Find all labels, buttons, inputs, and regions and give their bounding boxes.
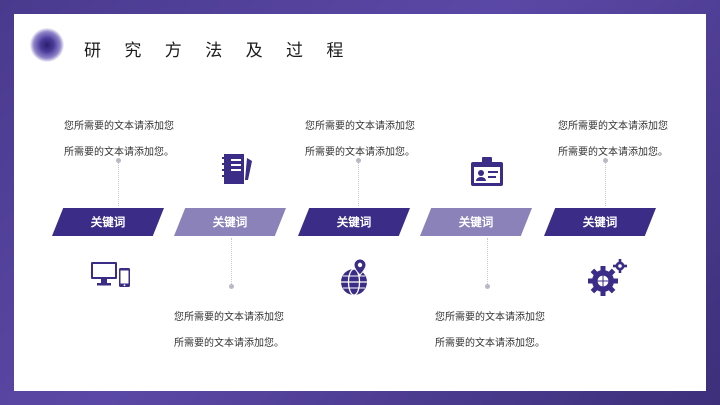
connector-dot-5 xyxy=(603,158,608,163)
connector-dot-2 xyxy=(229,284,234,289)
connector-5 xyxy=(605,160,606,206)
globe-pin-icon xyxy=(341,258,367,296)
step-2-tab[interactable]: 关键词 xyxy=(174,208,286,236)
step-5-tab[interactable]: 关键词 xyxy=(544,208,656,236)
step-5-text: 您所需要的文本请添加您 所需要的文本请添加您。 xyxy=(558,114,708,166)
step-4-text-line1: 您所需要的文本请添加您 xyxy=(435,312,545,323)
step-1-text: 您所需要的文本请添加您 所需要的文本请添加您。 xyxy=(64,114,214,166)
step-4-tab[interactable]: 关键词 xyxy=(420,208,532,236)
step-4-text-line2: 所需要的文本请添加您。 xyxy=(435,338,545,349)
gears-icon xyxy=(588,259,627,296)
step-3-text-line2: 所需要的文本请添加您。 xyxy=(305,147,415,158)
step-1-text-line2: 所需要的文本请添加您。 xyxy=(64,147,174,158)
step-1-tab[interactable]: 关键词 xyxy=(52,208,164,236)
step-3-text-line1: 您所需要的文本请添加您 xyxy=(305,121,415,132)
step-4-text: 您所需要的文本请添加您 所需要的文本请添加您。 xyxy=(435,305,585,357)
step-5-text-line1: 您所需要的文本请添加您 xyxy=(558,121,668,132)
connector-3 xyxy=(358,160,359,206)
notebook-icon xyxy=(222,154,252,184)
step-3-text: 您所需要的文本请添加您 所需要的文本请添加您。 xyxy=(305,114,455,166)
step-2-text-line2: 所需要的文本请添加您。 xyxy=(174,338,284,349)
step-1-text-line1: 您所需要的文本请添加您 xyxy=(64,121,174,132)
id-badge-icon xyxy=(471,157,503,186)
step-5-text-line2: 所需要的文本请添加您。 xyxy=(558,147,668,158)
connector-dot-1 xyxy=(116,158,121,163)
step-2-text: 您所需要的文本请添加您 所需要的文本请添加您。 xyxy=(174,305,324,357)
step-3-tab[interactable]: 关键词 xyxy=(298,208,410,236)
slide: 研 究 方 法 及 过 程 您所需要的文本请添加您 所需要的文本请添加您。 您所… xyxy=(14,14,706,391)
devices-icon xyxy=(91,262,130,287)
step-2-text-line1: 您所需要的文本请添加您 xyxy=(174,312,284,323)
connector-2 xyxy=(231,238,232,286)
connector-4 xyxy=(487,238,488,286)
connector-dot-3 xyxy=(356,158,361,163)
connector-1 xyxy=(118,160,119,206)
page-title: 研 究 方 法 及 过 程 xyxy=(84,41,353,61)
connector-dot-4 xyxy=(485,284,490,289)
logo-circle xyxy=(30,28,64,62)
